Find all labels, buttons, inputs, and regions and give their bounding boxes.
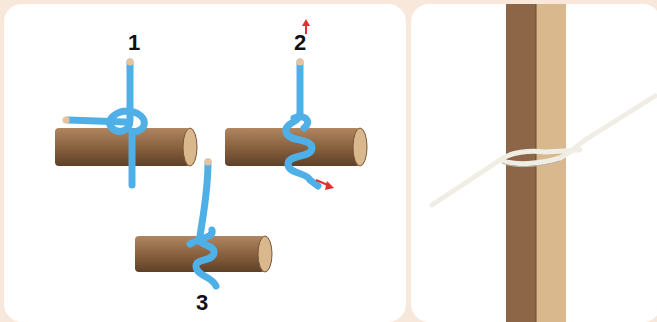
left-panel: [4, 4, 406, 322]
step-number: 2: [294, 32, 306, 54]
rope: [68, 62, 144, 185]
step-number: 1: [128, 32, 140, 54]
right-panel: [411, 4, 657, 322]
white-rope: [432, 96, 655, 205]
rope: [190, 162, 216, 286]
step-number: 3: [196, 292, 208, 314]
rope: [286, 62, 318, 186]
rope-shade: [502, 161, 560, 167]
log: [55, 128, 197, 166]
